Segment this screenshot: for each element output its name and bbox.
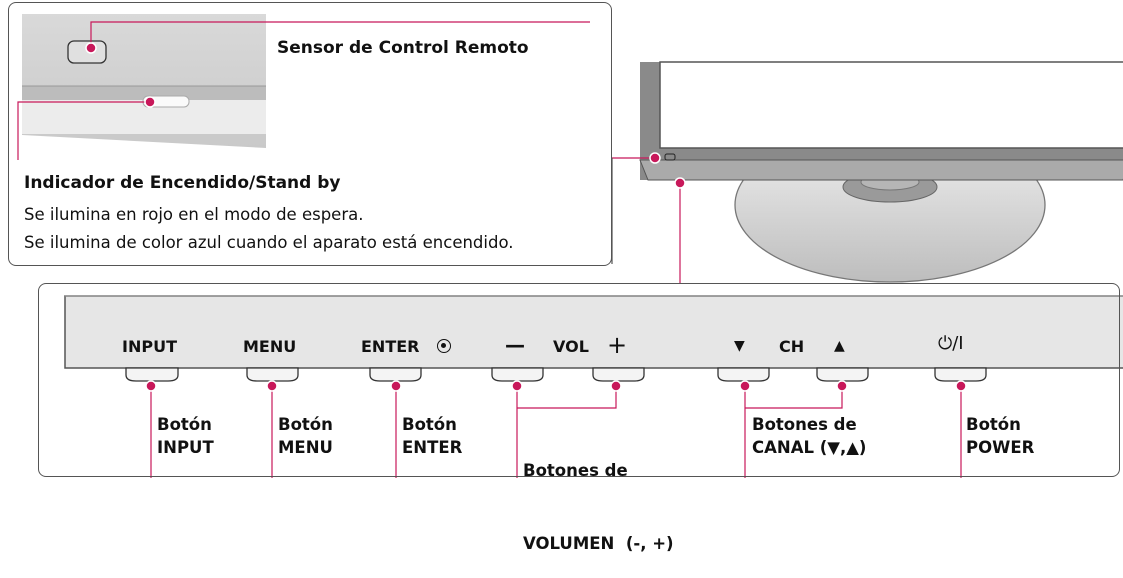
vol-minus-key bbox=[491, 367, 544, 382]
callout-dots bbox=[85, 42, 967, 392]
menu-key bbox=[246, 367, 299, 382]
callout-volume-line1: Botones de bbox=[523, 461, 628, 480]
indicator-line-2: Se ilumina de color azul cuando el apara… bbox=[24, 233, 514, 252]
ch-down-label: ▼ bbox=[734, 338, 745, 354]
ch-label: CH bbox=[779, 337, 805, 356]
ch-down-key bbox=[717, 367, 770, 382]
control-panel-illustration bbox=[64, 295, 1123, 382]
input-button-label: INPUT bbox=[122, 337, 177, 356]
callout-enter-line1: Botón bbox=[402, 415, 457, 434]
enter-ring-icon bbox=[437, 339, 451, 353]
callout-volume-line2: VOLUMEN (-, +) bbox=[523, 534, 674, 553]
panel-callout-frame bbox=[38, 283, 1120, 477]
menu-button-label: MENU bbox=[243, 337, 297, 356]
zoom-inset bbox=[22, 14, 266, 148]
vol-label: VOL bbox=[553, 337, 589, 356]
callout-channel: Botones de CANAL (▼,▲) bbox=[752, 413, 866, 459]
vol-minus-label: — bbox=[505, 333, 525, 357]
callout-input-line2: INPUT bbox=[157, 438, 214, 457]
dot-enter bbox=[390, 380, 402, 392]
callout-input-line1: Botón bbox=[157, 415, 212, 434]
dot-tv-panel bbox=[674, 177, 686, 189]
callout-enter: Botón ENTER bbox=[402, 413, 462, 459]
input-key bbox=[125, 367, 179, 382]
callout-menu-line2: MENU bbox=[278, 438, 333, 457]
dot-sensor bbox=[85, 42, 97, 54]
ch-up-key bbox=[816, 367, 869, 382]
tv-illustration bbox=[639, 61, 1123, 283]
dot-ch-up bbox=[836, 380, 848, 392]
leader-lines bbox=[17, 21, 962, 478]
dot-menu bbox=[266, 380, 278, 392]
indicator-title: Indicador de Encendido/Stand by bbox=[24, 173, 341, 193]
zoom-callout-frame bbox=[8, 2, 612, 266]
power-button-label: ⏻/I bbox=[938, 333, 964, 354]
dot-vol-plus bbox=[610, 380, 622, 392]
enter-button-label: ENTER bbox=[361, 337, 420, 356]
diagram-artwork bbox=[17, 14, 1123, 478]
indicator-line-1: Se ilumina en rojo en el modo de espera. bbox=[24, 205, 364, 224]
callout-channel-line2: CANAL (▼,▲) bbox=[752, 438, 867, 457]
dot-ch-down bbox=[739, 380, 751, 392]
callout-power-line1: Botón bbox=[966, 415, 1021, 434]
vol-plus-label: + bbox=[607, 331, 628, 359]
callout-menu: Botón MENU bbox=[278, 413, 333, 459]
dot-power bbox=[955, 380, 967, 392]
sensor-label: Sensor de Control Remoto bbox=[277, 38, 529, 58]
enter-key bbox=[369, 367, 422, 382]
callout-power: Botón POWER bbox=[966, 413, 1034, 459]
dot-vol-minus bbox=[511, 380, 523, 392]
callout-power-line2: POWER bbox=[966, 438, 1035, 457]
dot-indicator bbox=[144, 96, 156, 108]
callout-input: Botón INPUT bbox=[157, 413, 214, 459]
dot-input bbox=[145, 380, 157, 392]
callout-volume: Botones de VOLUMEN (-, +) bbox=[523, 413, 674, 578]
callout-channel-line1: Botones de bbox=[752, 415, 857, 434]
vol-plus-key bbox=[592, 367, 645, 382]
callout-menu-line1: Botón bbox=[278, 415, 333, 434]
callout-enter-line2: ENTER bbox=[402, 438, 463, 457]
ch-up-label: ▲ bbox=[834, 338, 845, 354]
power-key bbox=[934, 367, 987, 382]
dot-tv-sensor bbox=[649, 152, 661, 164]
